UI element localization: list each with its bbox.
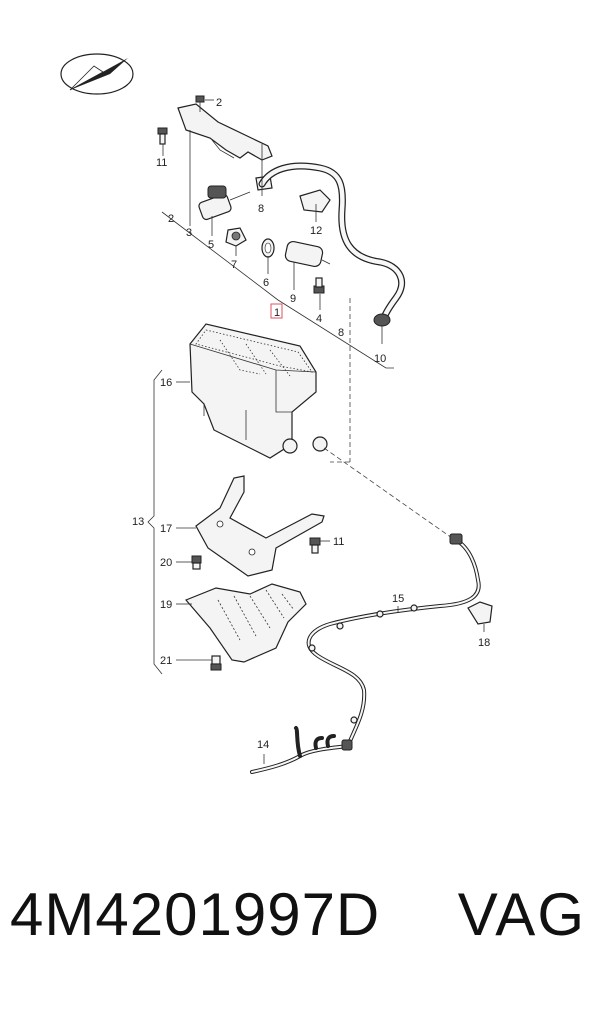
callout-2-top: 2 (216, 97, 222, 109)
callout-18: 18 (478, 637, 490, 649)
bolt-11-middle (309, 537, 321, 554)
bolt-20 (191, 555, 202, 570)
callout-1: 1 (274, 307, 280, 319)
vent-hose (258, 162, 405, 327)
callout-17: 17 (160, 523, 172, 535)
callout-9: 9 (290, 293, 296, 305)
harness-end-14 (250, 726, 353, 774)
callout-21: 21 (160, 655, 172, 667)
callout-19: 19 (160, 599, 172, 611)
callout-12: 12 (310, 225, 322, 237)
bolt-2-top (195, 95, 214, 112)
connector-18 (467, 601, 493, 632)
callout-5: 5 (208, 239, 214, 251)
valve-5 (198, 185, 251, 221)
upper-bracket (177, 103, 273, 161)
callout-13: 13 (132, 516, 144, 528)
wiring-harness-15 (306, 533, 481, 748)
callout-14: 14 (257, 739, 269, 751)
part-number: 4M4201997D (10, 881, 381, 948)
mounting-bracket-17 (195, 475, 325, 577)
orientation-logo-icon (60, 53, 134, 95)
callout-7: 7 (231, 259, 237, 271)
callout-10: 10 (374, 353, 386, 365)
heat-shield-19 (184, 583, 307, 663)
bolt-21 (210, 655, 222, 671)
callout-6: 6 (263, 277, 269, 289)
callout-20: 20 (160, 557, 172, 569)
seal-ring-6 (261, 238, 275, 258)
highlight-box-1 (270, 303, 283, 319)
callout-11-top: 11 (156, 157, 167, 169)
leader-15-dashed (323, 447, 453, 539)
brand-label: VAG (457, 881, 586, 948)
callout-8-top: 8 (258, 203, 264, 215)
bolt-11-top (157, 127, 168, 152)
bolt-4 (313, 277, 325, 294)
callout-15: 15 (392, 593, 404, 605)
exploded-parts-diagram: 1 2 2 3 4 5 6 7 8 8 9 10 11 11 12 13 14 … (60, 53, 493, 774)
callout-labels: 1 2 2 3 4 5 6 7 8 8 9 10 11 11 12 13 14 … (132, 97, 490, 751)
callout-11-middle: 11 (333, 536, 344, 548)
callout-3: 3 (186, 227, 192, 239)
clip-12 (299, 189, 331, 213)
callout-8-right: 8 (338, 327, 344, 339)
callout-2-left: 2 (168, 213, 174, 225)
leader-lines-group-2 (176, 381, 330, 661)
connector-7 (225, 227, 247, 247)
leader-lines-group-1 (161, 130, 394, 369)
filter-9 (284, 240, 331, 268)
charcoal-canister-16 (189, 323, 328, 459)
callout-4: 4 (316, 313, 322, 325)
group-bracket-13 (147, 369, 163, 675)
callout-16: 16 (160, 377, 172, 389)
footer: 4M4201997D VAG (0, 880, 600, 990)
